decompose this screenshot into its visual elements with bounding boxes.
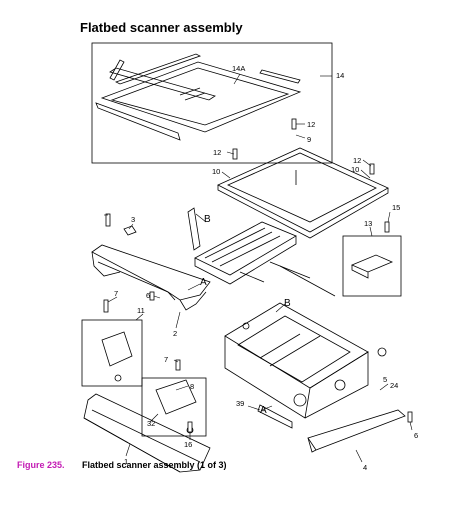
callout-14: 14	[336, 71, 344, 80]
callout-6: 6	[414, 431, 418, 440]
callout-2: 2	[173, 329, 177, 338]
callout-8: 8	[190, 382, 194, 391]
callout-5: 5	[383, 375, 387, 384]
scanner-carriage	[187, 207, 336, 297]
callout-24: 24	[390, 381, 398, 390]
callout-13: 13	[364, 219, 372, 228]
callout-7: 7	[114, 289, 118, 298]
figure-caption: Flatbed scanner assembly (1 of 3)	[82, 460, 227, 470]
callout-16: 16	[184, 440, 192, 449]
callout-a: A	[200, 277, 207, 288]
part-13-box	[342, 235, 402, 297]
callout-10: 10	[351, 165, 359, 174]
callout-32: 32	[147, 419, 155, 428]
callout-6: 6	[146, 291, 150, 300]
callout-39: 39	[236, 399, 244, 408]
bottom-cover	[83, 393, 211, 473]
callout-11: 11	[137, 306, 145, 315]
scanner-frame	[217, 147, 389, 239]
callout-12: 12	[353, 156, 361, 165]
callout-10: 10	[212, 167, 220, 176]
callout-1: 1	[124, 457, 128, 466]
callout-3: 3	[131, 215, 135, 224]
callout-b: B	[284, 298, 291, 309]
side-plate	[307, 409, 406, 453]
callout-a: A	[260, 405, 267, 416]
callout-9: 9	[307, 135, 311, 144]
callout-14a: 14A	[232, 64, 245, 73]
figure-label: Figure 235.	[17, 460, 65, 470]
callout-labels: 14A 14 12 9 12 10 12 10 15 13 3 B A 6 2 …	[114, 64, 418, 472]
callout-4: 4	[363, 463, 367, 472]
callout-7: 7	[164, 355, 168, 364]
scanner-arm	[91, 225, 211, 311]
callout-15: 15	[392, 203, 400, 212]
part-11-box	[81, 319, 143, 387]
glass-assembly-box	[91, 42, 333, 164]
leader-lines	[104, 73, 413, 463]
main-chassis	[224, 302, 387, 429]
screw-icons	[103, 118, 413, 433]
callout-12: 12	[307, 120, 315, 129]
callout-12: 12	[213, 148, 221, 157]
callout-b: B	[204, 214, 211, 225]
page-title: Flatbed scanner assembly	[80, 20, 243, 35]
